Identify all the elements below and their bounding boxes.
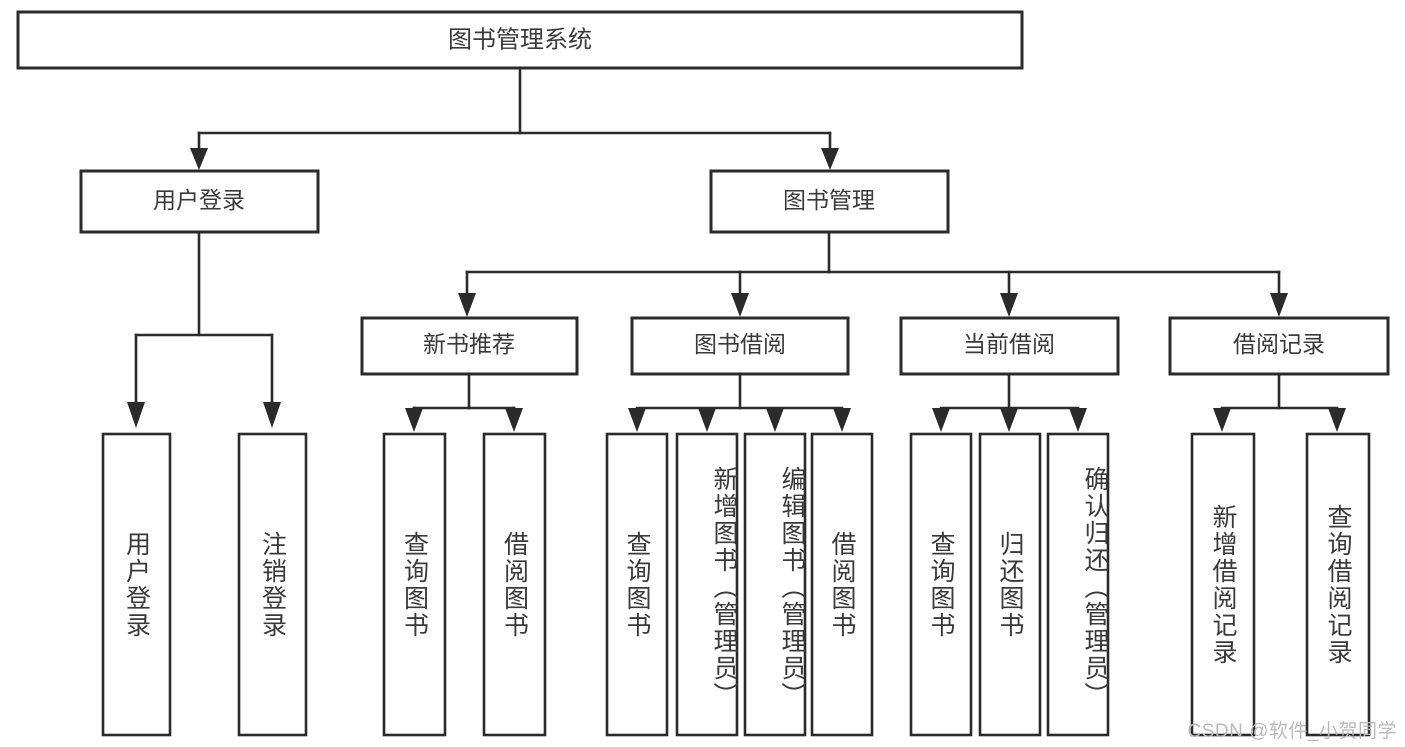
leaf-box-recommend-1[interactable] (482, 432, 547, 737)
node-new-book-recommend-label: 新书推荐 (423, 331, 515, 357)
leaf-box-borrow-2[interactable] (743, 432, 807, 737)
node-book-management-box[interactable] (709, 169, 950, 234)
csdn-watermark: CSDN @软件_小贺同学 (1187, 721, 1397, 742)
node-borrow-record-box[interactable] (1168, 316, 1390, 376)
leaf-box-record-1[interactable] (1305, 432, 1371, 737)
node-user-login-label: 用户登录 (153, 187, 245, 213)
leaf-box-user-login-0[interactable] (101, 432, 172, 737)
leaf-box-borrow-3[interactable] (810, 432, 874, 737)
arrow-recommend-leaf-0 (405, 408, 423, 432)
node-current-borrow-label: 当前借阅 (963, 331, 1055, 357)
arrow-level2-0 (190, 148, 208, 170)
node-borrow-record-label: 借阅记录 (1233, 331, 1325, 357)
node-new-book-recommend-box[interactable] (360, 316, 579, 376)
arrow-borrow-leaf-2 (766, 408, 784, 432)
arrow-level2-1 (821, 148, 839, 170)
node-book-management-label: 图书管理 (783, 187, 875, 213)
node-book-borrow-box[interactable] (630, 316, 850, 376)
arrow-record-leaf-0 (1213, 408, 1231, 432)
node-book-borrow-label: 图书借阅 (694, 331, 786, 357)
arrow-user-login-leaf-1 (263, 402, 281, 428)
leaf-box-recommend-0[interactable] (382, 432, 447, 737)
arrow-current-leaf-2 (1069, 408, 1087, 432)
leaf-box-borrow-0[interactable] (605, 432, 669, 737)
leaf-box-current-1[interactable] (978, 432, 1042, 737)
leaf-box-user-login-1[interactable] (237, 432, 308, 737)
arrow-user-login-leaf-0 (127, 402, 145, 428)
node-root-label: 图书管理系统 (448, 26, 592, 53)
arrow-current-leaf-1 (1000, 408, 1018, 432)
arrow-level3-3 (1270, 293, 1288, 317)
arrow-current-leaf-0 (932, 408, 950, 432)
leaf-box-borrow-1[interactable] (675, 432, 739, 737)
leaf-box-record-0[interactable] (1190, 432, 1256, 737)
node-current-borrow-box[interactable] (899, 316, 1120, 376)
arrow-borrow-leaf-0 (628, 408, 646, 432)
node-root-box[interactable] (16, 10, 1024, 70)
leaf-box-current-0[interactable] (909, 432, 973, 737)
arrow-recommend-leaf-1 (505, 408, 523, 432)
arrow-level3-1 (731, 293, 749, 317)
leaf-box-current-2[interactable] (1046, 432, 1110, 737)
arrow-level3-0 (458, 293, 476, 317)
arrow-borrow-leaf-3 (833, 408, 851, 432)
arrow-record-leaf-1 (1328, 408, 1346, 432)
arrow-borrow-leaf-1 (698, 408, 716, 432)
arrow-level3-2 (1000, 293, 1018, 317)
